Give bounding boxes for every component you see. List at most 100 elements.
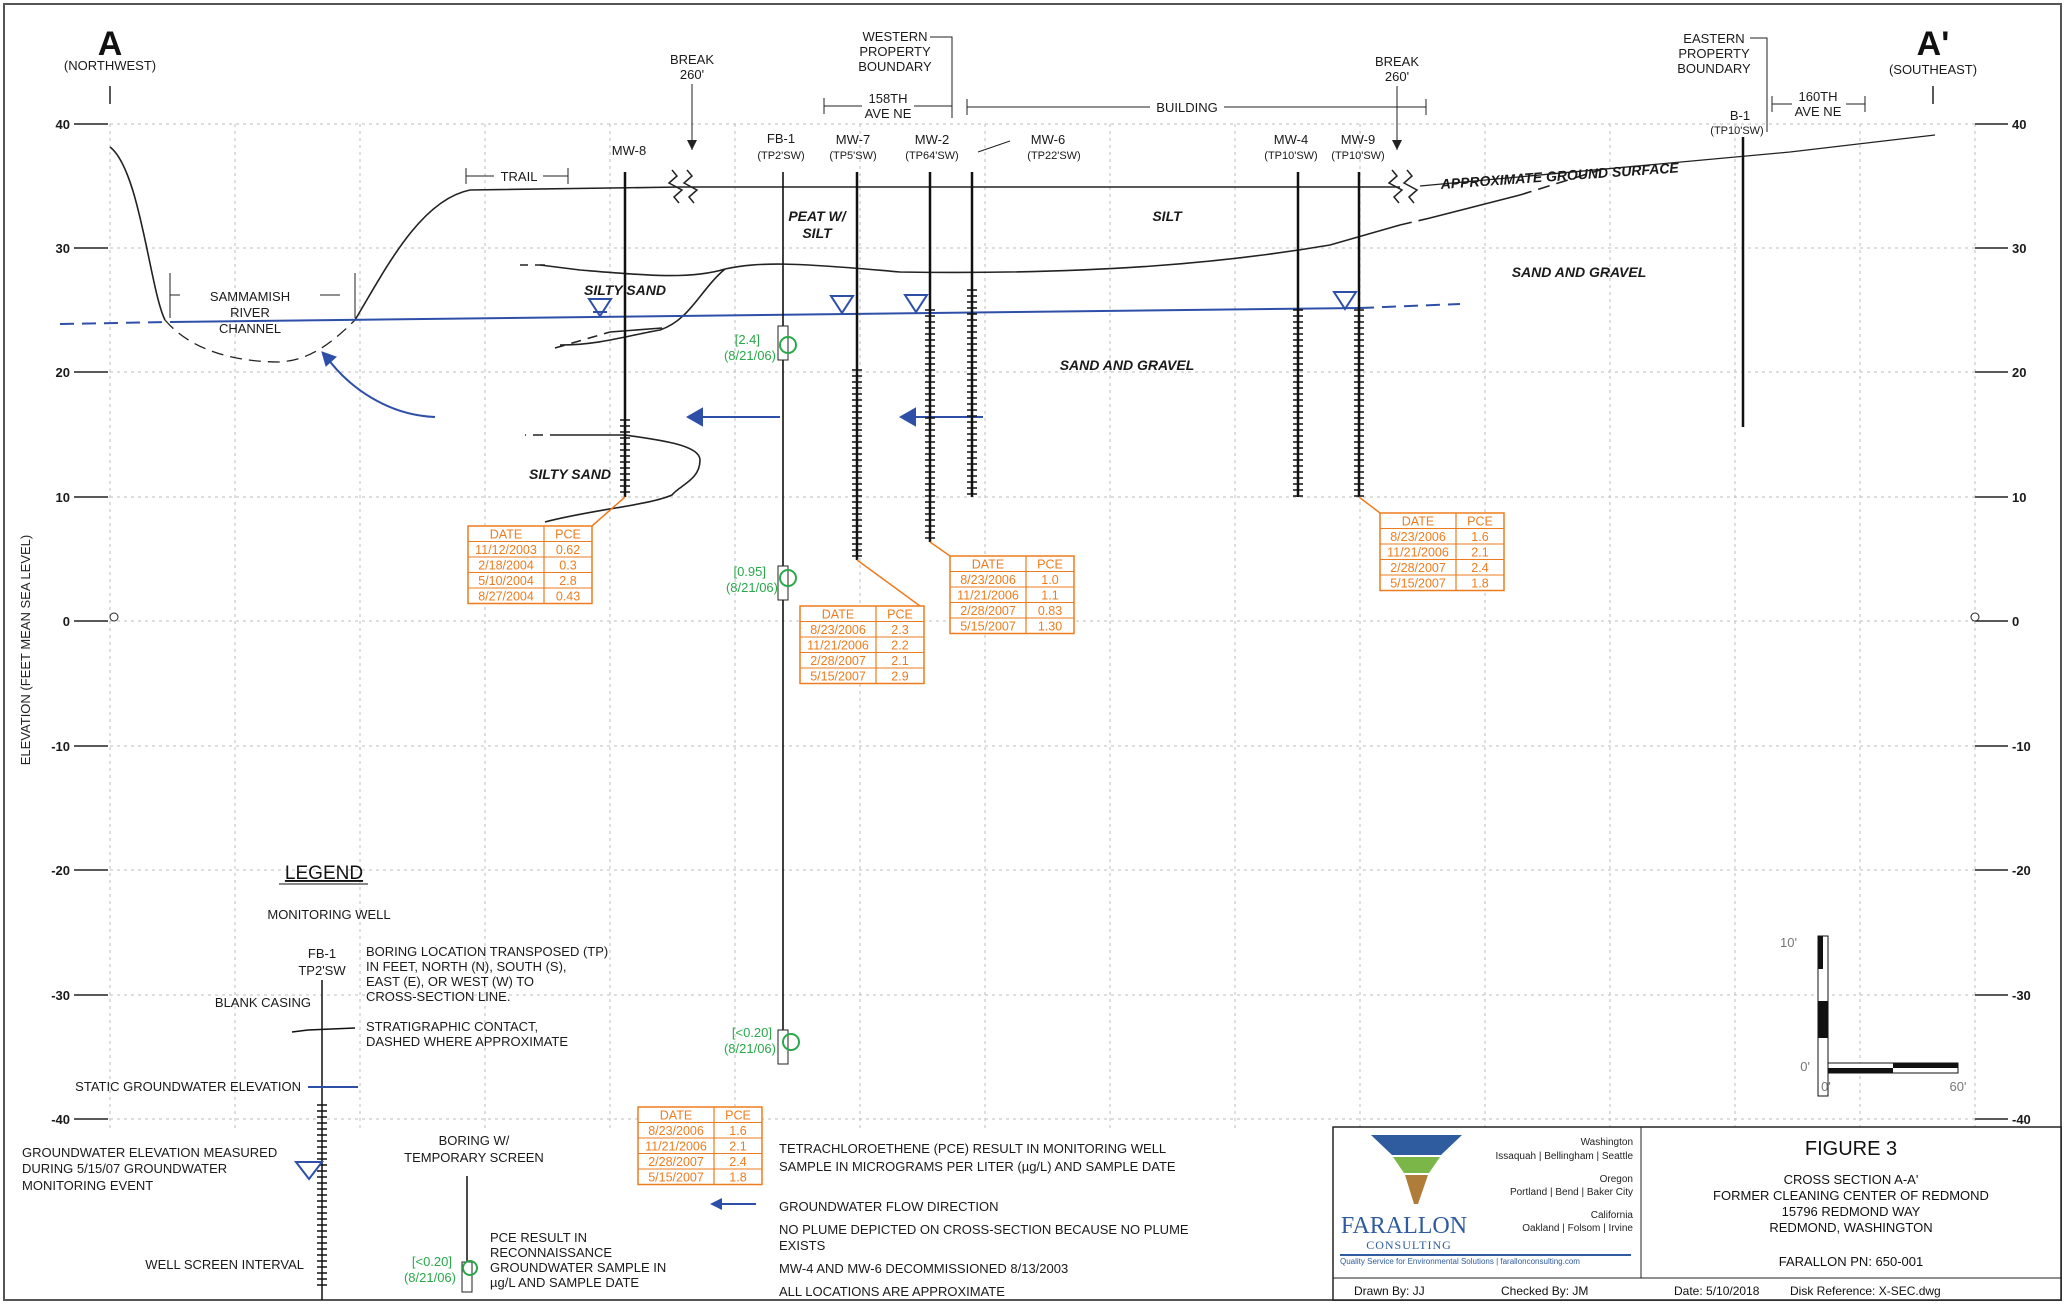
pce-table-header-date: DATE — [490, 528, 522, 542]
fb1-sample-markers — [777, 325, 800, 1065]
legend-boring-2: TEMPORARY SCREEN — [404, 1150, 544, 1165]
scale-vertical-label: 10' — [1780, 935, 1797, 950]
disk-reference: Disk Reference: X-SEC.dwg — [1790, 1284, 1941, 1298]
pce-table-date-cell: 2/28/2007 — [1390, 561, 1446, 575]
ave-160-line1: 160TH — [1798, 89, 1837, 104]
right-tick-20: 20 — [2012, 365, 2026, 380]
pce-table-date-cell: 11/21/2006 — [957, 589, 1019, 603]
scale-zero-v: 0' — [1800, 1059, 1810, 1074]
right-tick-m30: -30 — [2012, 988, 2031, 1003]
pce-table-value-cell: 1.8 — [729, 1171, 746, 1185]
legend-monitoring-well: MONITORING WELL — [267, 907, 390, 922]
right-tick-30: 30 — [2012, 241, 2026, 256]
left-tick-30: 30 — [56, 241, 70, 256]
pce-table-value-cell: 1.8 — [1471, 577, 1488, 591]
title-line-2: FORMER CLEANING CENTER OF REDMOND — [1713, 1188, 1989, 1203]
pce-table-value-cell: 0.83 — [1038, 604, 1062, 618]
right-tick-m40: -40 — [2012, 1112, 2031, 1127]
break-left-label: BREAK — [670, 52, 714, 67]
title-block: FARALLON CONSULTING Quality Service for … — [1332, 1126, 2062, 1301]
pce-table-value-cell: 2.1 — [729, 1140, 746, 1154]
legend-boring-1: BORING W/ — [439, 1133, 510, 1148]
well-mw6-transposed: (TP22'SW) — [1027, 150, 1080, 162]
legend-pce-recon-2: RECONNAISSANCE — [490, 1245, 612, 1260]
well-mw6-label: MW-6 — [1031, 132, 1065, 147]
eastern-boundary-1: EASTERN — [1683, 31, 1744, 46]
drawing-date: Date: 5/10/2018 — [1674, 1284, 1760, 1298]
figure-number: FIGURE 3 — [1805, 1138, 1897, 1160]
pce-table-value-cell: 0.3 — [559, 559, 576, 573]
sand-gravel-center-label: SAND AND GRAVEL — [1060, 357, 1195, 373]
pce-table-value-cell: 2.8 — [559, 574, 576, 588]
river-label-1: SAMMAMISH — [210, 289, 290, 304]
eastern-boundary-3: BOUNDARY — [1677, 61, 1751, 76]
break-right-label: BREAK — [1375, 54, 1419, 69]
legend-transposed-3: EAST (E), OR WEST (W) TO — [366, 974, 534, 989]
drawn-by: Drawn By: JJ — [1354, 1284, 1425, 1298]
pce-table-value-cell: 1.6 — [1471, 530, 1488, 544]
well-mw7-label: MW-7 — [836, 132, 870, 147]
left-tick-m30: -30 — [51, 988, 70, 1003]
pce-table-value-cell: 2.3 — [891, 623, 908, 637]
left-tick-m40: -40 — [51, 1112, 70, 1127]
pce-table-value-cell: 0.43 — [556, 590, 580, 604]
office-ca: California — [1591, 1210, 1634, 1221]
section-a-label: A — [98, 25, 123, 63]
pce-table-header-pce: PCE — [555, 528, 581, 542]
section-a-direction: (NORTHWEST) — [64, 58, 156, 73]
well-mw8-label: MW-8 — [612, 143, 646, 158]
right-tick-0: 0 — [2012, 614, 2019, 629]
left-tick-10: 10 — [56, 490, 70, 505]
pce-table-date-cell: 2/18/2004 — [478, 559, 534, 573]
pce-table-date-cell: 2/28/2007 — [960, 604, 1016, 618]
peat-label-1: PEAT W/ — [788, 208, 847, 224]
left-tick-20: 20 — [56, 365, 70, 380]
pce-table-date-cell: 8/27/2004 — [478, 590, 534, 604]
checked-by: Checked By: JM — [1501, 1284, 1588, 1298]
section-a-prime-direction: (SOUTHEAST) — [1889, 62, 1977, 77]
pce-table-header-pce: PCE — [1467, 515, 1493, 529]
title-line-1: CROSS SECTION A-A' — [1784, 1172, 1919, 1187]
legend-pce-recon-1: PCE RESULT IN — [490, 1230, 587, 1245]
fb1-sample-a-date: (8/21/06) — [724, 348, 776, 363]
company-name: FARALLON — [1341, 1213, 1467, 1239]
pce-table-value-cell: 1.1 — [1041, 589, 1058, 603]
legend-gw-measured-1: GROUNDWATER ELEVATION MEASURED — [22, 1145, 277, 1160]
office-wa-cities: Issaquah | Bellingham | Seattle — [1496, 1151, 1634, 1162]
legend-transposed-4: CROSS-SECTION LINE. — [366, 989, 510, 1004]
office-wa: Washington — [1581, 1137, 1633, 1148]
silty-sand-upper-label: SILTY SAND — [584, 282, 666, 298]
fb1-sample-c-date: (8/21/06) — [724, 1041, 776, 1056]
pce-table-date-cell: 8/23/2006 — [648, 1124, 704, 1138]
pce-table-value-cell: 0.62 — [556, 543, 580, 557]
company-tagline: Quality Service for Environmental Soluti… — [1340, 1257, 1580, 1266]
river-label-3: CHANNEL — [219, 321, 281, 336]
trail-label: TRAIL — [501, 169, 538, 184]
office-or: Oregon — [1600, 1174, 1633, 1185]
left-tick-m10: -10 — [51, 739, 70, 754]
pce-table-date-cell: 5/15/2007 — [810, 670, 866, 684]
pce-table-date-cell: 11/21/2006 — [807, 639, 869, 653]
scale-zero-h: 0' — [1821, 1079, 1831, 1094]
pce-table-date-cell: 2/28/2007 — [810, 654, 866, 668]
pce-table-header-pce: PCE — [725, 1109, 751, 1123]
pce-table-value-cell: 2.1 — [1471, 546, 1488, 560]
pce-table-date-cell: 5/15/2007 — [960, 620, 1016, 634]
river-label-2: RIVER — [230, 305, 270, 320]
pce-table-date-cell: 11/12/2003 — [475, 543, 537, 557]
y-axis-label: ELEVATION (FEET MEAN SEA LEVEL) — [18, 535, 33, 765]
silt-label: SILT — [1152, 208, 1183, 224]
ave-158-line1: 158TH — [868, 91, 907, 106]
well-mw9-transposed: (TP10'SW) — [1331, 150, 1384, 162]
pce-table-date-cell: 5/15/2007 — [648, 1171, 704, 1185]
legend-strat-1: STRATIGRAPHIC CONTACT, — [366, 1019, 538, 1034]
pce-table-header-date: DATE — [972, 558, 1004, 572]
title-line-4: REDMOND, WASHINGTON — [1769, 1220, 1932, 1235]
break-right-distance: 260' — [1385, 69, 1409, 84]
legend-pce-recon-date: (8/21/06) — [404, 1270, 456, 1285]
